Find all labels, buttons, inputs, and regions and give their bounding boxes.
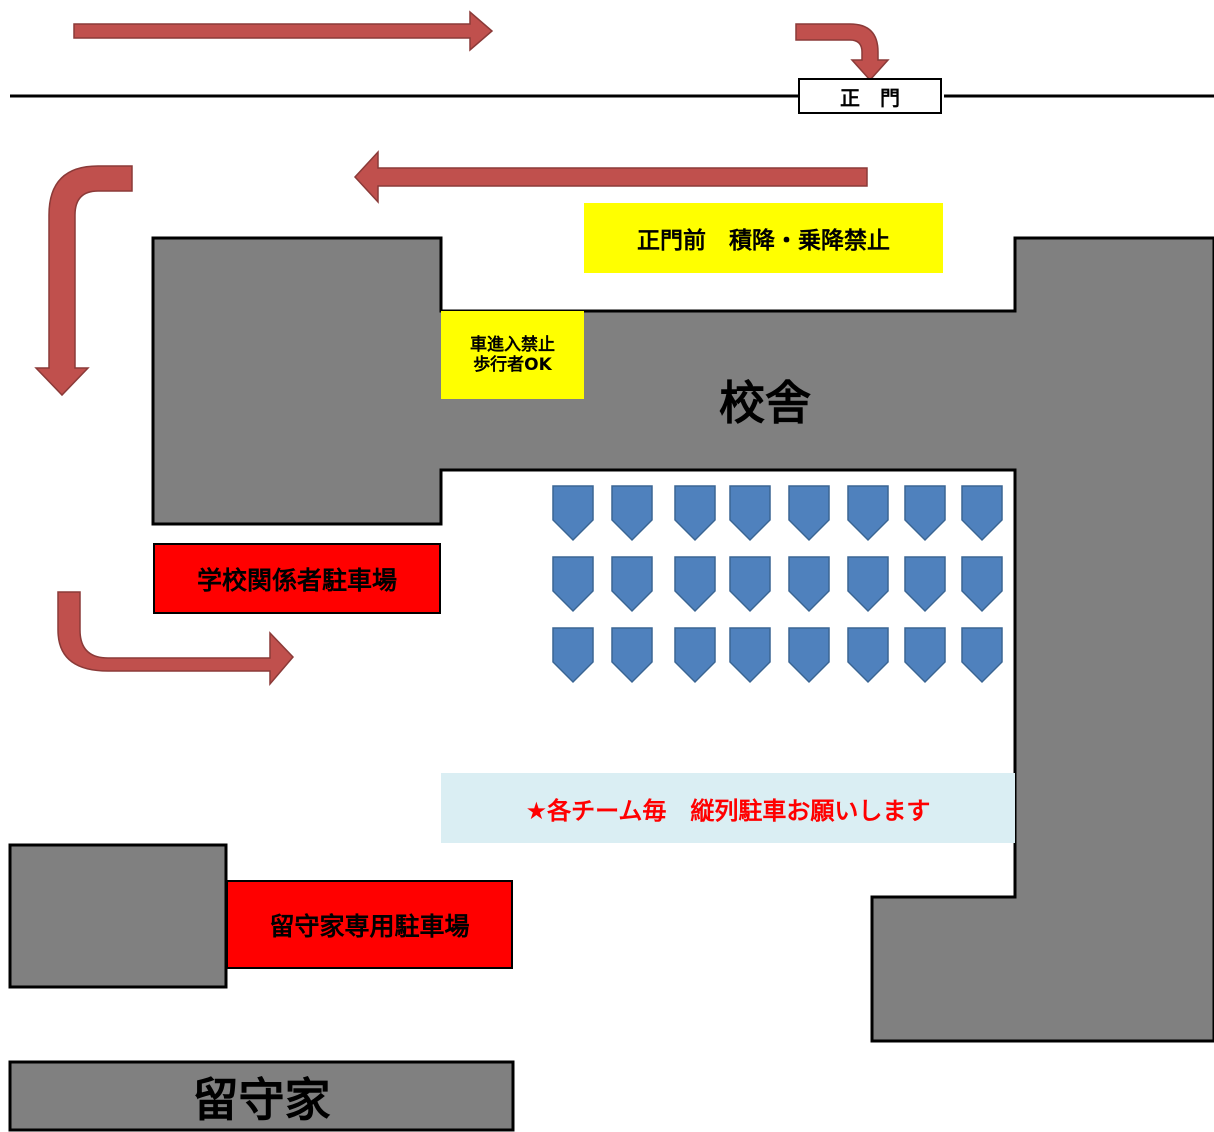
parking-space	[729, 556, 771, 613]
no-car-line2: 歩行者OK	[473, 355, 552, 375]
no-car-notice: 車進入禁止 歩行者OK	[441, 311, 584, 399]
caretaker-parking-text: 留守家専用駐車場	[269, 911, 470, 941]
parking-space	[904, 627, 946, 684]
parking-space	[847, 485, 889, 542]
parking-space	[961, 627, 1003, 684]
arrow-bottom-right	[57, 591, 295, 687]
staff-parking-text: 学校関係者駐車場	[196, 565, 397, 595]
parking-space	[847, 627, 889, 684]
parking-space	[729, 485, 771, 542]
parking-space	[674, 627, 716, 684]
no-car-line1: 車進入禁止	[470, 335, 555, 355]
parking-space	[611, 627, 653, 684]
parking-space	[674, 556, 716, 613]
parking-space	[552, 485, 594, 542]
no-stop-notice: 正門前 積降・乗降禁止	[584, 203, 943, 273]
school-building	[151, 236, 1214, 1043]
staff-parking: 学校関係者駐車場	[153, 543, 441, 614]
parking-grid	[552, 485, 1003, 684]
caretaker-parking: 留守家専用駐車場	[226, 880, 513, 969]
parking-space	[788, 556, 830, 613]
caretaker-house-label: 留守家	[10, 1062, 513, 1132]
arrow-top-left	[353, 150, 868, 204]
tandem-parking-text: ★各チーム毎 縦列駐車お願いします	[525, 796, 931, 825]
main-gate-text: 正 門	[840, 85, 900, 110]
no-stop-notice-text: 正門前 積降・乗降禁止	[637, 228, 890, 254]
parking-space	[847, 556, 889, 613]
caretaker-building	[8, 843, 228, 989]
arrow-top-right	[73, 10, 494, 52]
parking-space	[552, 627, 594, 684]
parking-space	[611, 556, 653, 613]
parking-space	[961, 485, 1003, 542]
parking-space	[961, 556, 1003, 613]
caretaker-house	[8, 1060, 515, 1132]
tandem-parking-notice: ★各チーム毎 縦列駐車お願いします	[441, 773, 1015, 843]
parking-space	[904, 485, 946, 542]
arrow-to-gate	[795, 23, 890, 82]
main-gate-label: 正 門	[798, 78, 942, 114]
caretaker-house-text: 留守家	[192, 1073, 331, 1127]
parking-space	[674, 485, 716, 542]
parking-space	[904, 556, 946, 613]
parking-space	[729, 627, 771, 684]
school-building-label: 校舎	[680, 365, 850, 435]
school-building-text: 校舎	[719, 376, 811, 430]
parking-space	[788, 485, 830, 542]
parking-space	[611, 485, 653, 542]
parking-space	[788, 627, 830, 684]
arrow-down	[34, 165, 133, 397]
parking-space	[552, 556, 594, 613]
